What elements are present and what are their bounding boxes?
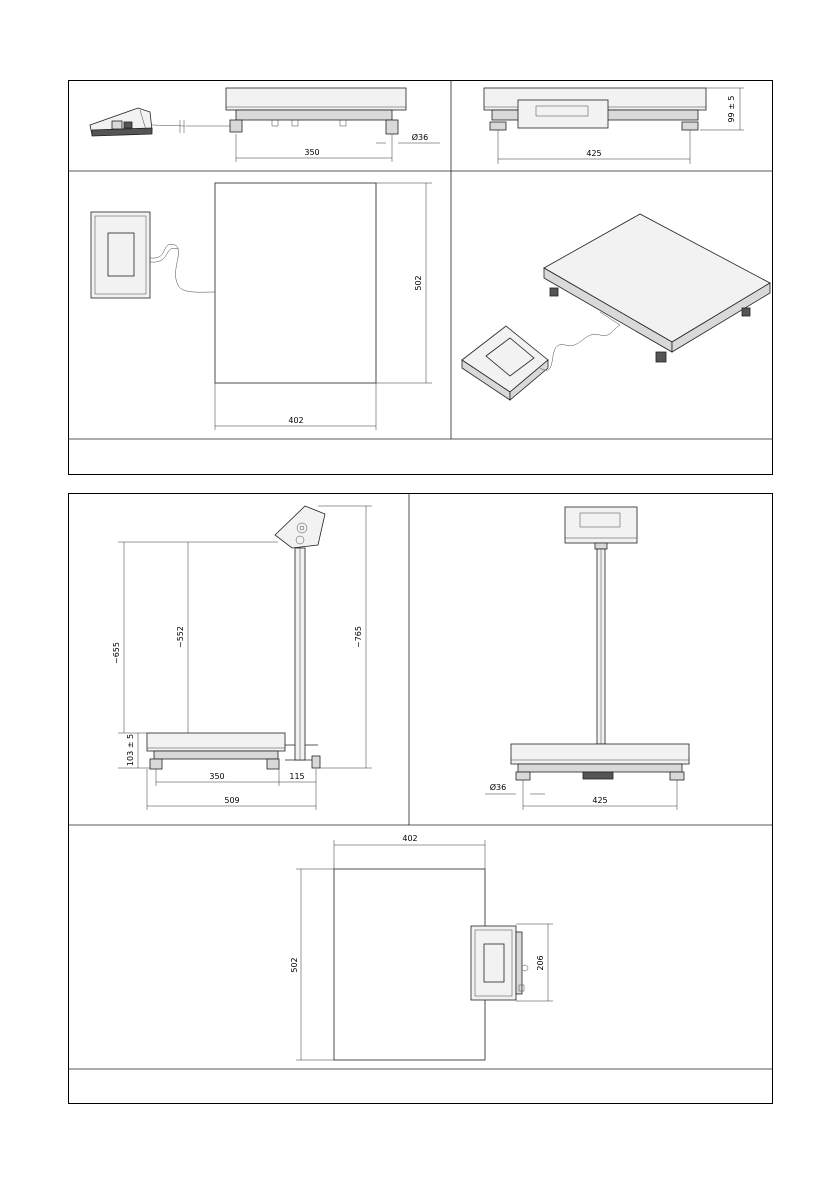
fig1-isometric-view [462, 214, 770, 400]
fig1-front-width-label: 425 [586, 149, 601, 158]
fig1-side-width-label: 350 [304, 148, 319, 157]
fig1-foot-diameter-label: Ø36 [412, 132, 428, 142]
fig1-top-view: 502 402 [91, 183, 432, 430]
fig1-top-width-label: 402 [288, 416, 303, 425]
fig1-side-view: 350 Ø36 [90, 88, 440, 162]
figure2-frame [68, 493, 773, 1104]
indicator-side-icon [90, 108, 152, 136]
fig1-front-height-label: 99 ± 5 [727, 95, 736, 122]
fig1-front-view: 425 99 ± 5 [484, 88, 744, 164]
fig1-top-depth-label: 502 [414, 275, 423, 290]
